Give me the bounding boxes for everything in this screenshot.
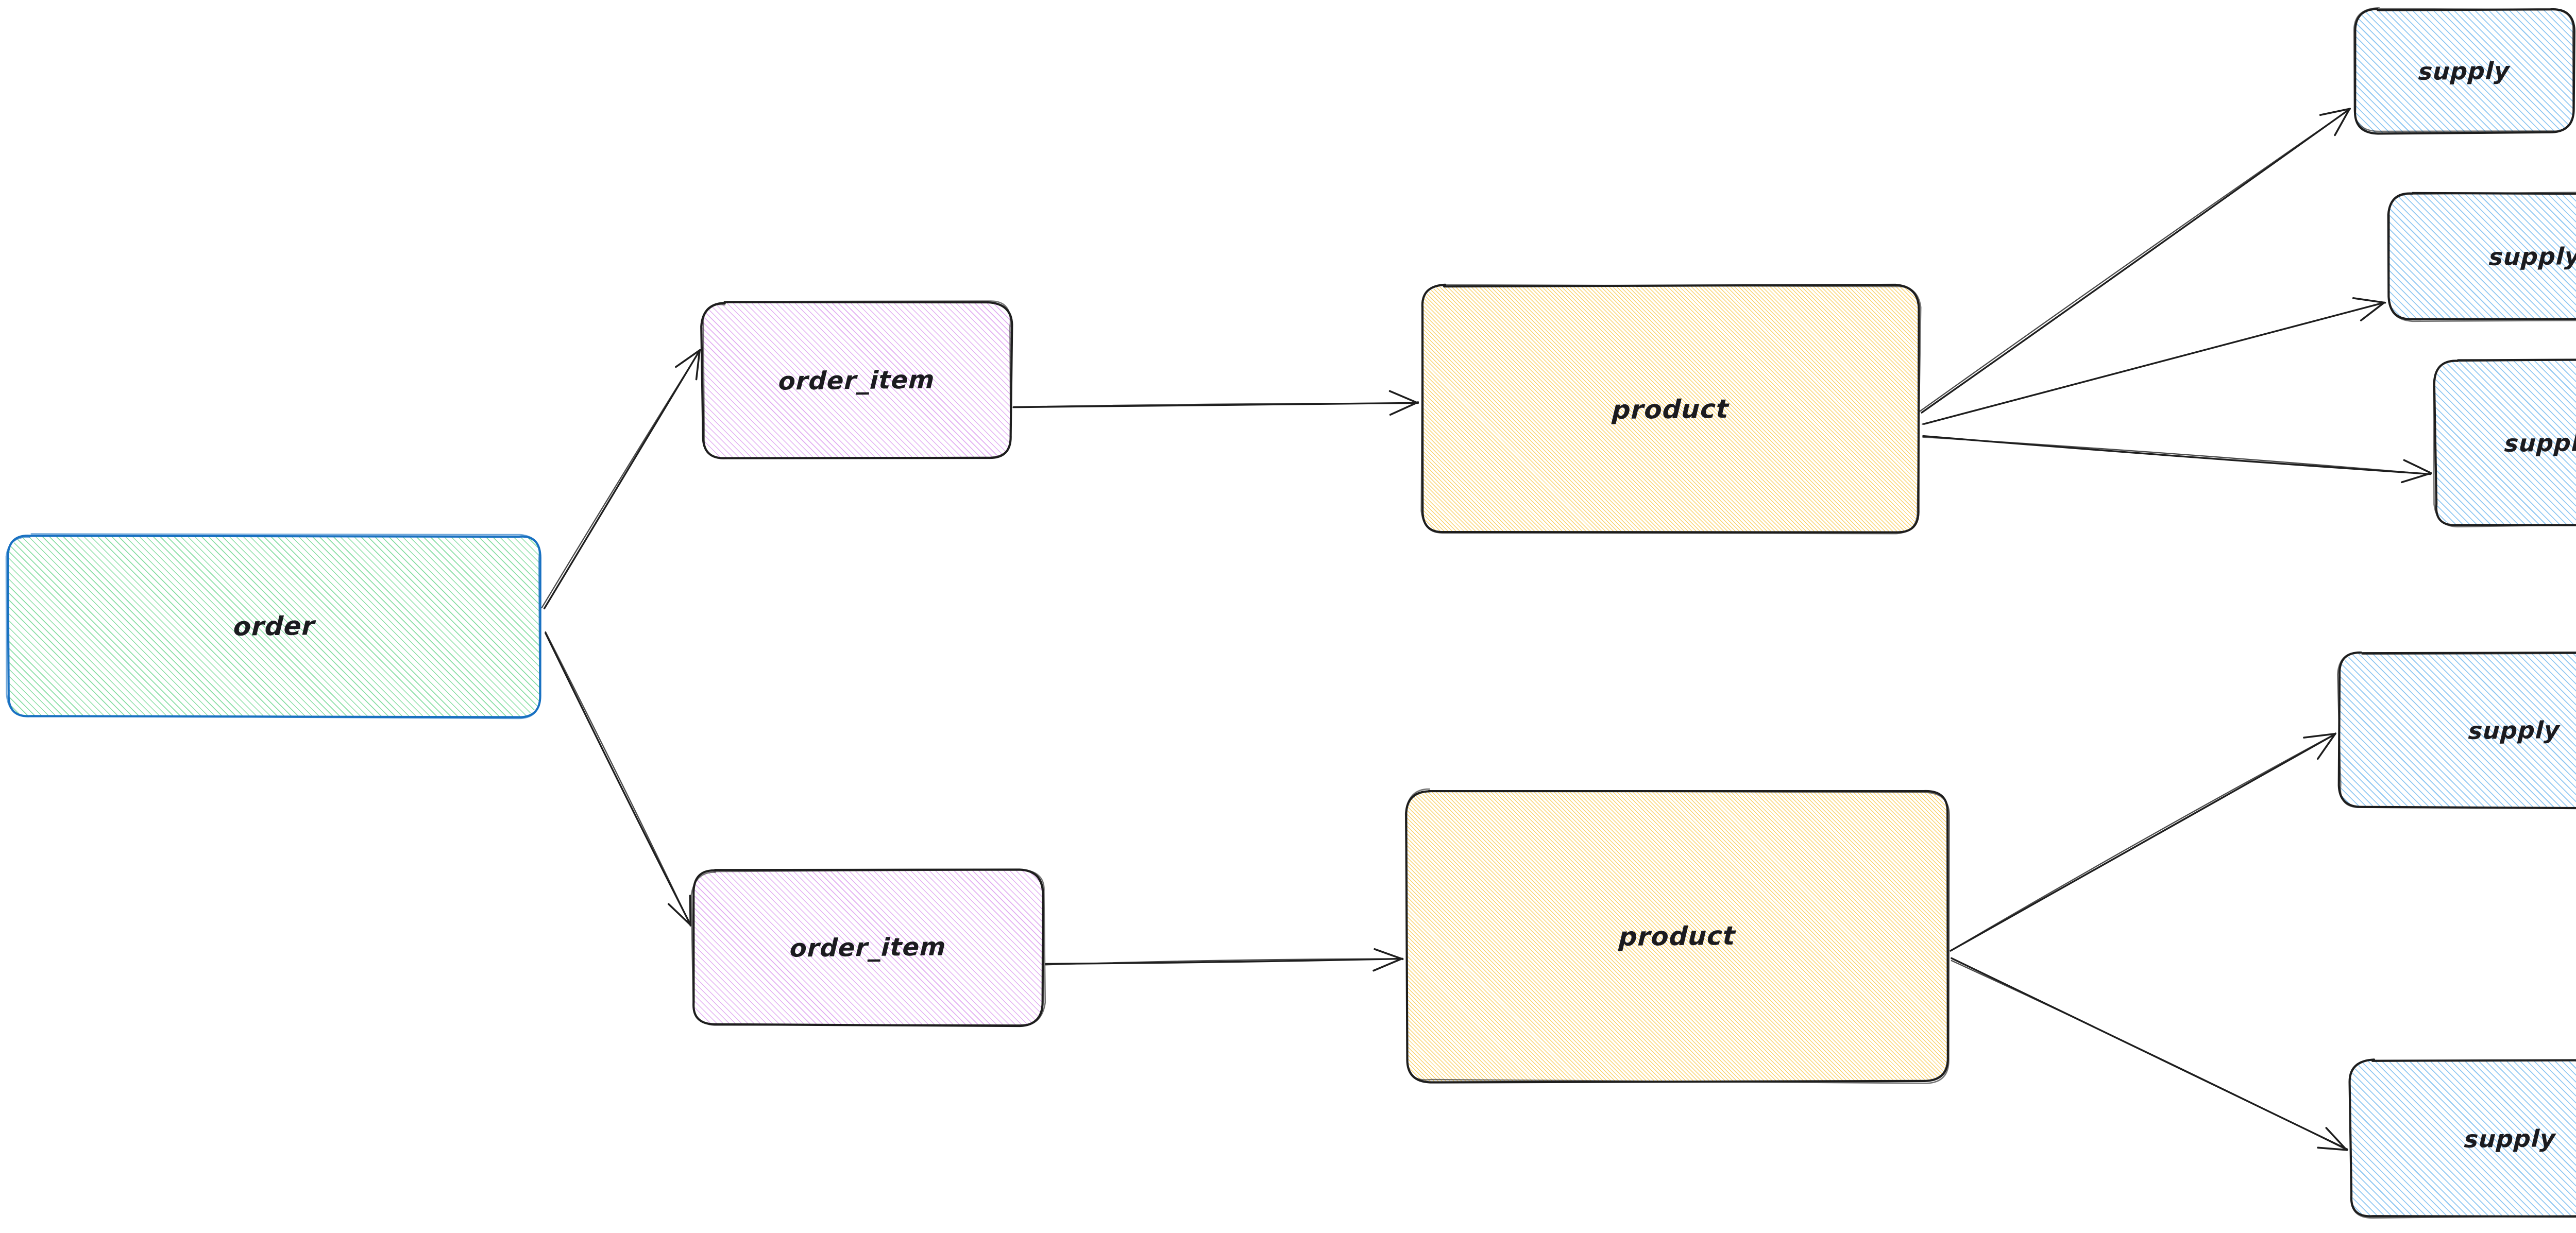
node-label-supply_3: supply bbox=[2503, 429, 2576, 457]
node-product_1[interactable]: product bbox=[1420, 283, 1922, 535]
node-label-supply_5: supply bbox=[2463, 1124, 2557, 1153]
node-label-supply_1: supply bbox=[2417, 57, 2511, 85]
node-label-supply_4: supply bbox=[2467, 716, 2561, 745]
edge-product_1-to-supply_3[interactable] bbox=[1922, 435, 2432, 484]
node-supply_3[interactable]: supply bbox=[2433, 358, 2576, 527]
node-supply_2[interactable]: supply bbox=[2387, 192, 2576, 322]
node-product_2[interactable]: product bbox=[1404, 788, 1950, 1084]
node-order_item_2[interactable]: order_item bbox=[690, 868, 1046, 1028]
node-order[interactable]: order bbox=[5, 533, 541, 720]
node-label-supply_2: supply bbox=[2488, 242, 2576, 271]
edge-order_item_2-to-product_2[interactable] bbox=[1045, 948, 1404, 972]
node-label-order: order bbox=[233, 611, 316, 642]
edge-order-to-order_item_1[interactable] bbox=[541, 349, 701, 610]
edge-product_2-to-supply_5[interactable] bbox=[1951, 957, 2348, 1151]
edge-product_2-to-supply_4[interactable] bbox=[1950, 732, 2336, 952]
node-supply_4[interactable]: supply bbox=[2336, 651, 2576, 810]
node-order_item_1[interactable]: order_item bbox=[700, 300, 1013, 459]
node-supply_5[interactable]: supply bbox=[2348, 1058, 2576, 1219]
edge-product_1-to-supply_2[interactable] bbox=[1921, 297, 2386, 425]
node-label-order_item_2: order_item bbox=[789, 932, 947, 963]
edge-order-to-order_item_2[interactable] bbox=[545, 631, 692, 927]
node-label-product_2: product bbox=[1618, 920, 1736, 952]
edge-order_item_1-to-product_1[interactable] bbox=[1012, 390, 1419, 416]
node-supply_1[interactable]: supply bbox=[2353, 7, 2575, 135]
node-label-order_item_1: order_item bbox=[778, 365, 936, 396]
edge-product_1-to-supply_1[interactable] bbox=[1919, 108, 2351, 414]
node-label-product_1: product bbox=[1611, 393, 1730, 425]
